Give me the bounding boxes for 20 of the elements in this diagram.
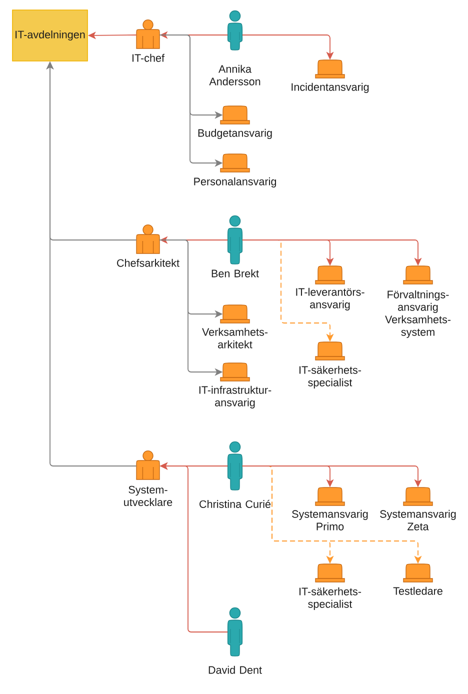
icon-label: Annika Andersson: [209, 64, 260, 86]
department-box: IT-avdelningen: [12, 10, 88, 62]
icon-label: IT-infrastruktur- ansvarig: [199, 386, 272, 408]
icon-label: Systemansvarig Zeta: [380, 510, 456, 530]
icon-label: IT-leverantörs- ansvarig: [296, 288, 364, 310]
icon-label: IT-chef: [132, 54, 165, 62]
icon-label: Förvaltnings- ansvarig Verksamhets- system: [385, 290, 451, 338]
icon-label: Incidentansvarig: [292, 82, 369, 93]
icon-label: IT-säkerhets- specialist: [300, 587, 362, 610]
icon-label: Systemansvarig Primo: [292, 510, 368, 530]
icon-label: David Dent: [208, 666, 262, 674]
icon-label: Budgetansvarig: [198, 128, 272, 139]
icon-label: Chefsarkitekt: [117, 258, 180, 267]
icon-label: Testledare: [393, 586, 442, 595]
icon-label: Ben Brekt: [212, 269, 259, 278]
icon-label: System- utvecklare: [124, 486, 172, 506]
icon-label: Personalansvarig: [194, 177, 276, 188]
icon-label: Christina Curié: [200, 500, 271, 508]
icon-label: IT-säkerhets- specialist: [300, 366, 362, 388]
icon-label: Verksamhets- arkitekt: [202, 328, 268, 348]
